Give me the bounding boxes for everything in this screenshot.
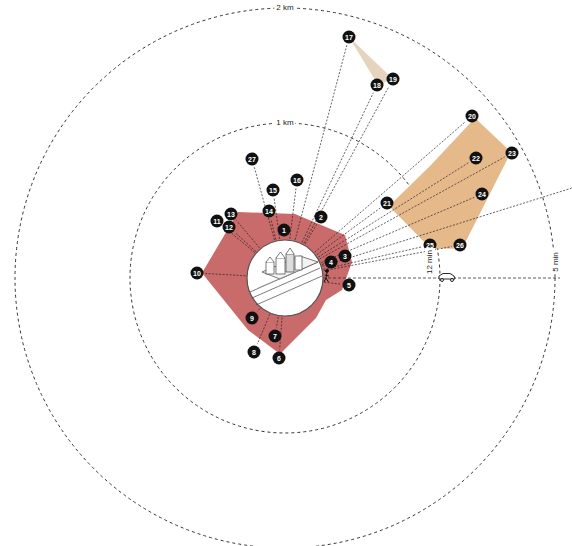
callout-number: 8 <box>248 346 261 359</box>
callout-number: 4 <box>325 256 338 269</box>
leader-line <box>236 220 261 250</box>
callout-number: 21 <box>381 197 394 210</box>
distance-label: 1 km <box>274 118 295 128</box>
leader-line <box>320 247 422 270</box>
leader-line <box>271 219 277 243</box>
distance-label: 2 km <box>274 3 295 13</box>
callout-number: 22 <box>470 152 483 165</box>
callout-number: 7 <box>269 330 282 343</box>
leader-line <box>274 198 280 242</box>
callout-number: 1 <box>278 224 291 237</box>
callout-number: 10 <box>191 267 204 280</box>
callout-number: 23 <box>506 147 519 160</box>
site-circle <box>247 240 323 316</box>
leader-line <box>235 233 258 254</box>
callout-number: 15 <box>267 184 280 197</box>
leader-line <box>317 157 505 261</box>
callout-number: 26 <box>454 239 467 252</box>
callout-number: 9 <box>246 312 259 325</box>
time-label: 5 min <box>551 250 561 274</box>
callout-number: 27 <box>246 153 259 166</box>
callout-number: 3 <box>339 250 352 263</box>
callout-number: 20 <box>466 110 479 123</box>
ring-2km <box>15 8 555 546</box>
callout-number: 13 <box>225 208 238 221</box>
leader-line <box>302 86 389 246</box>
walk-icon <box>324 270 329 282</box>
walk-zone <box>202 212 352 354</box>
leader-line <box>321 282 341 284</box>
drive-zone <box>389 118 511 249</box>
callout-number: 14 <box>263 205 276 218</box>
leader-lines <box>205 45 572 349</box>
leader-line <box>205 273 249 275</box>
leader-line <box>315 163 468 259</box>
time-label: 12 min <box>425 248 435 276</box>
leader-line <box>289 188 296 242</box>
car-icon <box>439 274 455 282</box>
leader-line <box>300 93 373 246</box>
callout-number: 17 <box>343 31 356 44</box>
leader-line <box>319 188 572 267</box>
callout-number: 19 <box>387 73 400 86</box>
callout-number: 2 <box>315 211 328 224</box>
leader-line <box>312 122 465 255</box>
leader-line <box>254 167 275 243</box>
site-illustration <box>250 248 322 305</box>
callout-number: 16 <box>291 174 304 187</box>
leader-line <box>318 197 474 264</box>
callout-number: 24 <box>476 188 489 201</box>
callout-number: 18 <box>371 79 384 92</box>
callout-number: 12 <box>223 221 236 234</box>
callout-number: 6 <box>273 352 286 365</box>
callout-number: 5 <box>343 279 356 292</box>
leader-line <box>294 45 347 243</box>
